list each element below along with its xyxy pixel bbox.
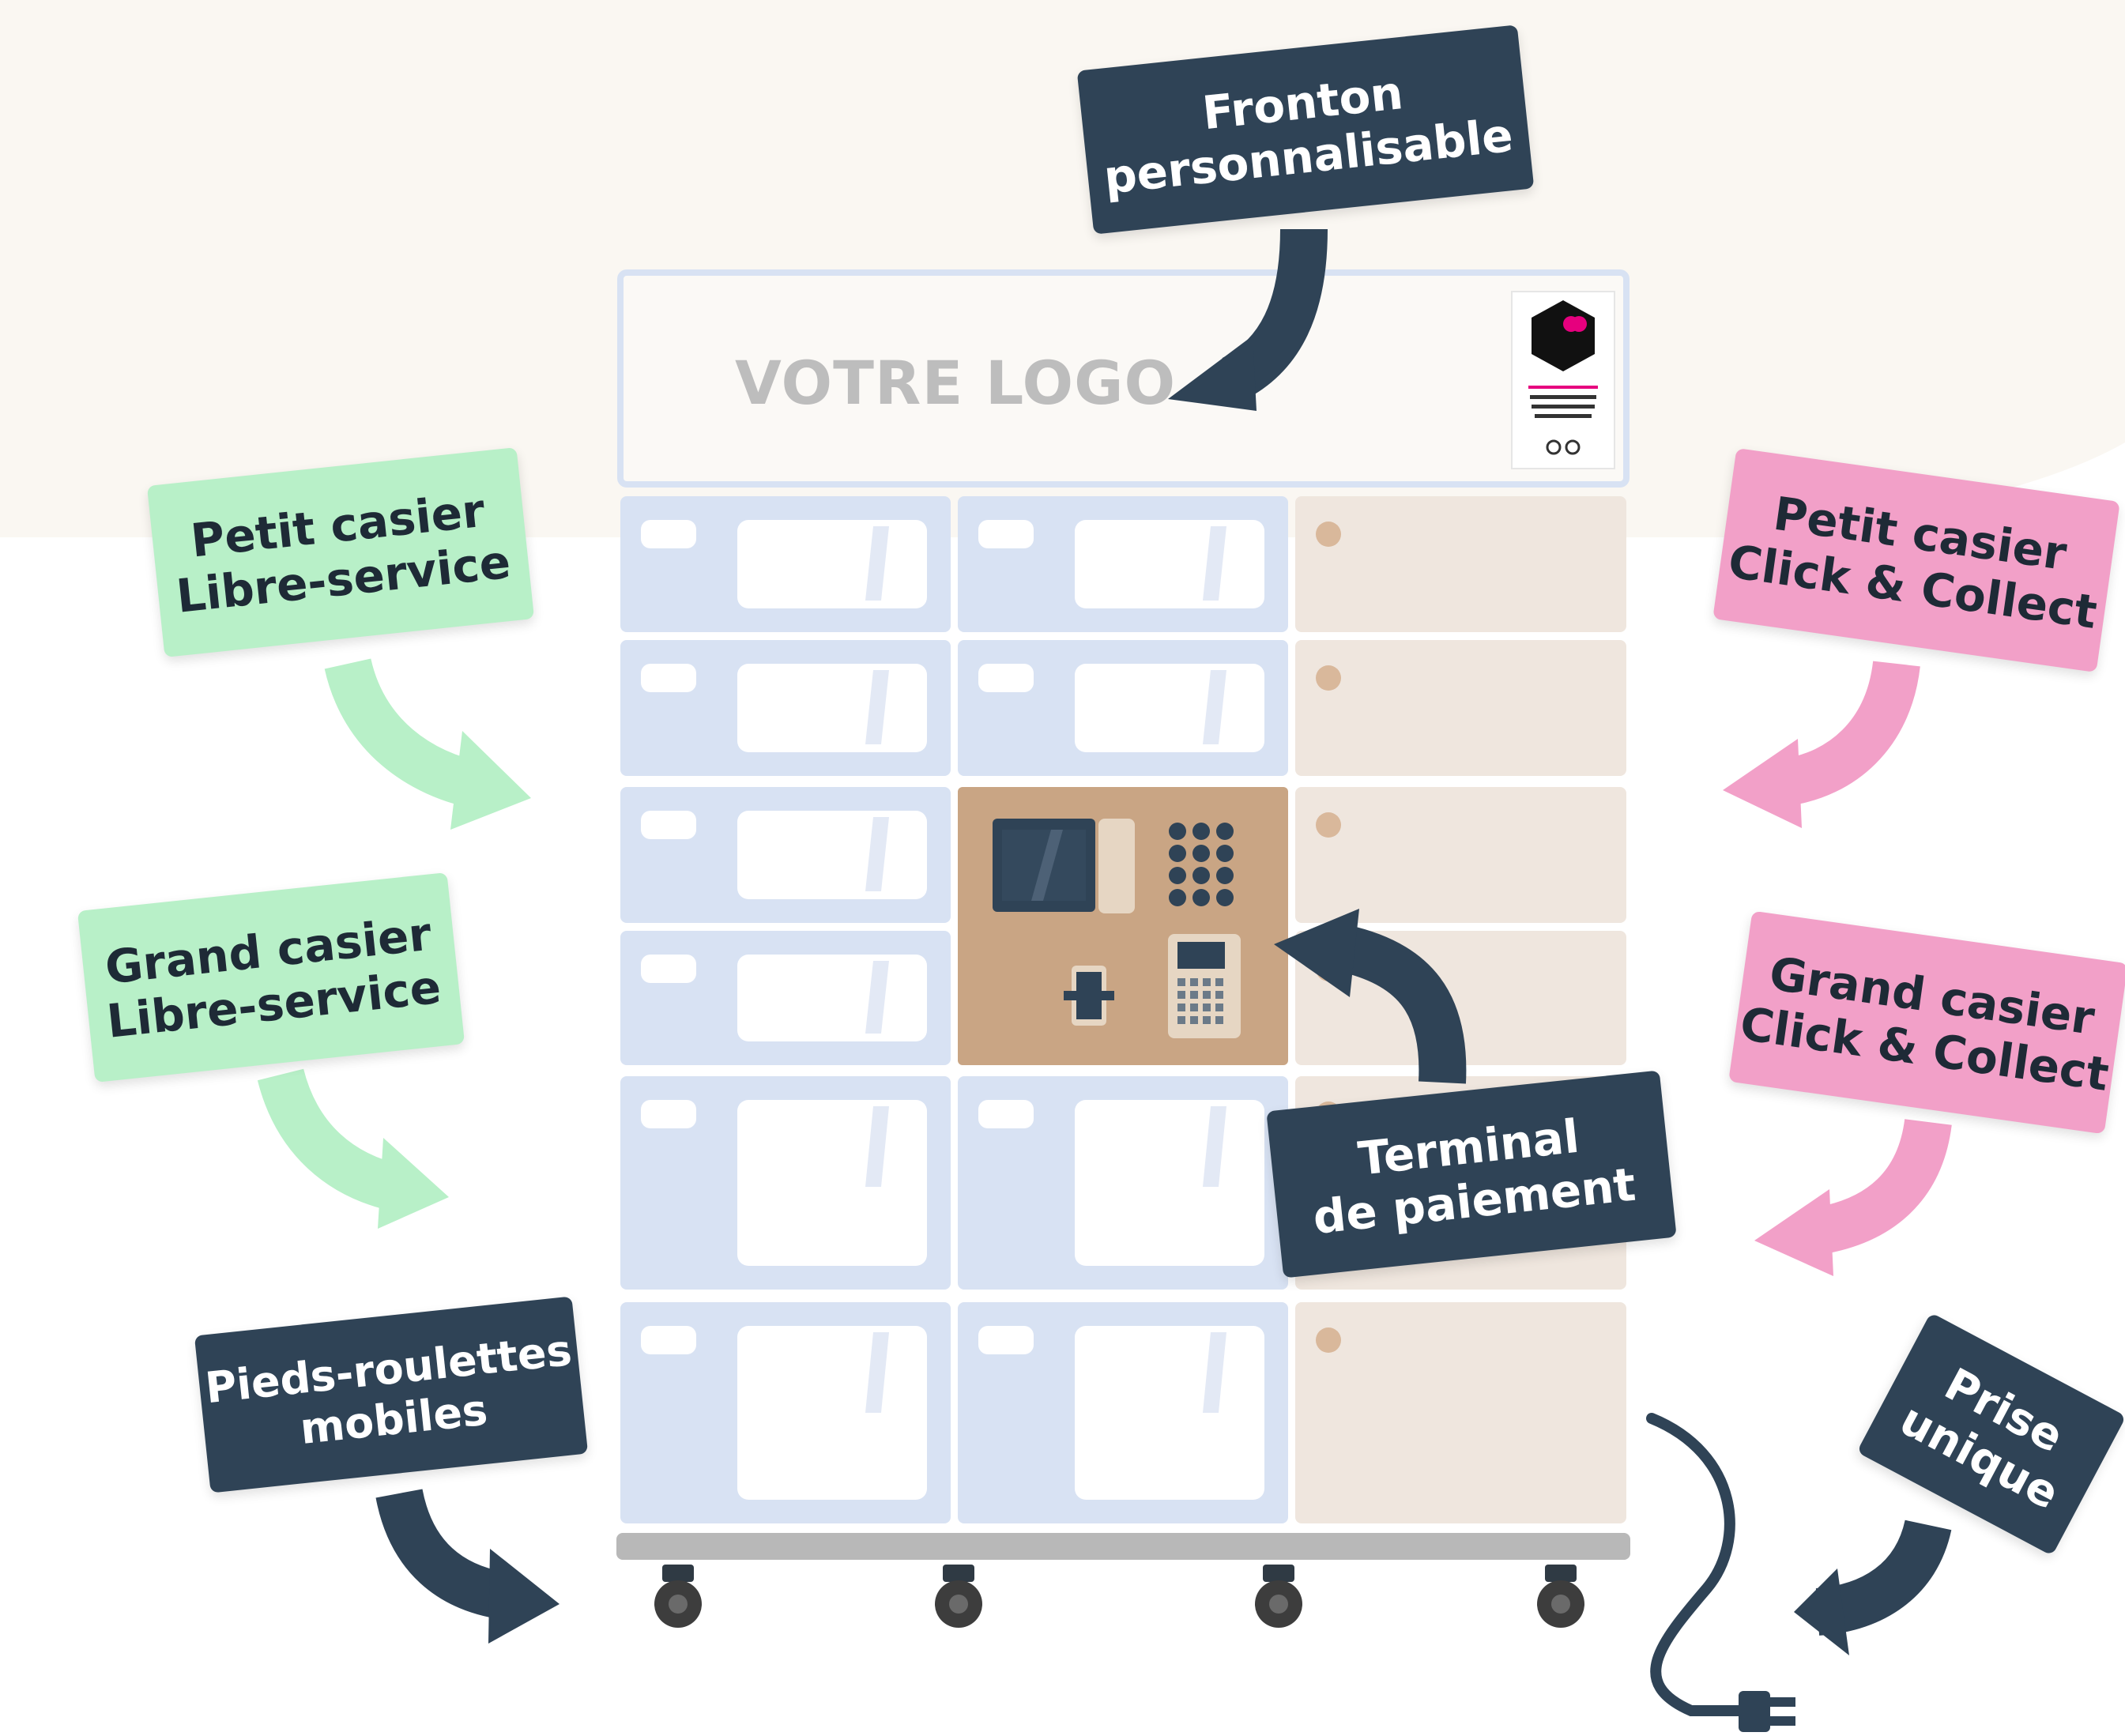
- locker-window: [737, 1100, 927, 1266]
- keypad-key: [1169, 845, 1186, 862]
- locker-window: [1075, 520, 1264, 608]
- reader-key: [1190, 991, 1198, 999]
- reader-key: [1215, 978, 1223, 986]
- locker-tag: [641, 1100, 696, 1128]
- reader-key: [1203, 991, 1211, 999]
- reader-key: [1203, 978, 1211, 986]
- locker-self-service: [620, 496, 951, 632]
- locker-tag: [641, 664, 696, 692]
- reader-key: [1190, 978, 1198, 986]
- locker-self-service: [620, 1076, 951, 1290]
- locker-click-collect: [1295, 496, 1626, 632]
- pediment: [617, 269, 1630, 488]
- keypad-key: [1192, 823, 1210, 840]
- payment-terminal-panel: [958, 787, 1288, 1065]
- arrow-grand-libre: [257, 1068, 449, 1229]
- reader-key: [1177, 1016, 1185, 1024]
- locker-self-service: [958, 1302, 1288, 1523]
- reader-key: [1177, 991, 1185, 999]
- locker-window: [737, 955, 927, 1041]
- power-plug-icon: [1739, 1691, 1795, 1732]
- locker-self-service: [620, 787, 951, 923]
- keypad-key: [1216, 823, 1234, 840]
- reader-key: [1190, 1016, 1198, 1024]
- reader-key: [1177, 1004, 1185, 1011]
- wheel-icon: [654, 1565, 702, 1628]
- locker-tag: [641, 520, 696, 548]
- reader-key: [1203, 1016, 1211, 1024]
- base-bar: [616, 1533, 1630, 1560]
- reader-key: [1215, 991, 1223, 999]
- keypad-key: [1169, 889, 1186, 906]
- keypad-key: [1216, 845, 1234, 862]
- keypad-key: [1169, 823, 1186, 840]
- locker-self-service: [620, 640, 951, 776]
- arrow-prise: [1794, 1519, 1952, 1655]
- arrow-fronton: [1168, 228, 1328, 411]
- arrow-petit-libre: [324, 657, 531, 830]
- lock-knob-icon: [1316, 665, 1341, 691]
- arrow-terminal: [1274, 909, 1467, 1084]
- locker-self-service: [620, 931, 951, 1065]
- logo-placeholder: VOTRE LOGO: [735, 348, 1177, 418]
- wheel-icon: [1537, 1565, 1584, 1628]
- keypad-key: [1216, 867, 1234, 884]
- locker-window: [737, 811, 927, 899]
- arrow-pieds: [375, 1488, 560, 1644]
- locker-tag: [978, 1100, 1034, 1128]
- power-cord: [1646, 1413, 1752, 1716]
- arrow-petit-click: [1723, 660, 1920, 828]
- locker-tag: [978, 1326, 1034, 1354]
- lock-knob-icon: [1316, 1327, 1341, 1353]
- locker-window: [737, 664, 927, 752]
- brand-badge: [1511, 291, 1615, 469]
- reader-key: [1215, 1004, 1223, 1011]
- locker-tag: [641, 1326, 696, 1354]
- locker-click-collect: [1295, 787, 1626, 923]
- wheel-icon: [935, 1565, 982, 1628]
- brand-logo-icon: [1528, 300, 1598, 455]
- locker-self-service: [620, 1302, 951, 1523]
- locker-tag: [641, 955, 696, 983]
- keypad-key: [1169, 867, 1186, 884]
- arrow-grand-click: [1754, 1118, 1952, 1276]
- keypad-key: [1216, 889, 1234, 906]
- locker-self-service: [958, 1076, 1288, 1290]
- lock-knob-icon: [1316, 812, 1341, 838]
- locker-tag: [978, 664, 1034, 692]
- keypad-key: [1192, 845, 1210, 862]
- wheel-icon: [1255, 1565, 1302, 1628]
- locker-window: [737, 520, 927, 608]
- locker-tag: [978, 520, 1034, 548]
- locker-self-service: [958, 496, 1288, 632]
- lock-knob-icon: [1316, 522, 1341, 547]
- reader-key: [1215, 1016, 1223, 1024]
- reader-key: [1190, 1004, 1198, 1011]
- keypad-key: [1192, 889, 1210, 906]
- locker-tag: [641, 811, 696, 839]
- reader-key: [1177, 978, 1185, 986]
- locker-click-collect: [1295, 640, 1626, 776]
- locker-window: [737, 1326, 927, 1500]
- locker-window: [1075, 1100, 1264, 1266]
- reader-key: [1203, 1004, 1211, 1011]
- terminal-card-slot: [1098, 819, 1135, 913]
- locker-self-service: [958, 640, 1288, 776]
- locker-window: [1075, 1326, 1264, 1500]
- locker-click-collect: [1295, 1302, 1626, 1523]
- locker-window: [1075, 664, 1264, 752]
- keypad-key: [1192, 867, 1210, 884]
